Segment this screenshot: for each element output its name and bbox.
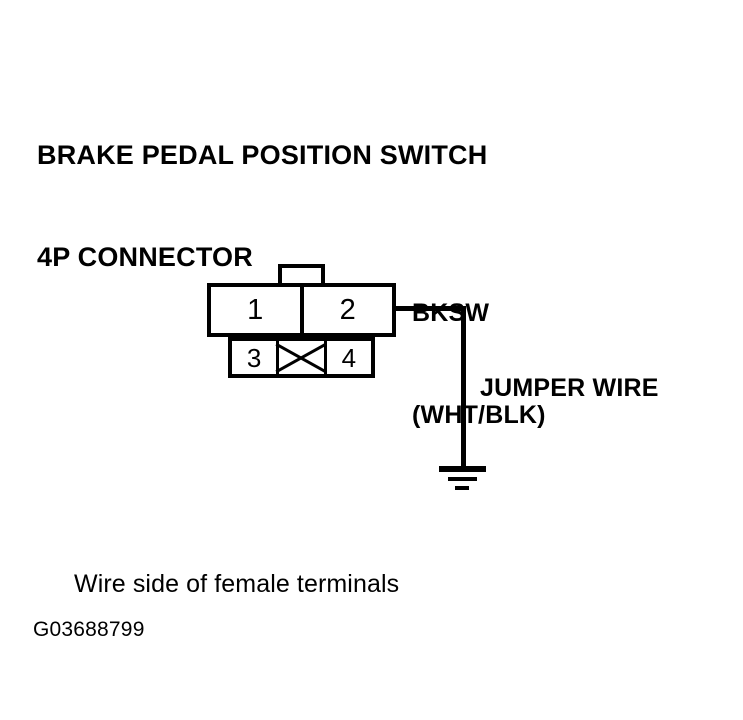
cavity-2-number: 2 (339, 293, 356, 326)
ground-icon-bar-2 (448, 477, 477, 481)
cavity-3-number: 3 (246, 342, 262, 373)
view-orientation-caption: Wire side of female terminals (74, 570, 400, 598)
wire-circuit-name: BKSW (412, 299, 490, 327)
connector-bottom-cavity-row: 3 4 (228, 337, 375, 378)
page-title-line-2: 4P CONNECTOR (37, 242, 253, 272)
cavity-1: 1 (211, 287, 300, 333)
wire-color-code: (WHT/BLK) (412, 401, 546, 429)
connector-top-cavity-row: 1 2 (207, 283, 396, 337)
cavity-4-number: 4 (341, 342, 357, 373)
cavity-2: 2 (299, 287, 393, 333)
page-title: BRAKE PEDAL POSITION SWITCH 4P CONNECTOR (37, 70, 487, 342)
cross-icon (279, 341, 323, 374)
jumper-wire-horizontal-segment (394, 306, 466, 311)
connector-locking-tab (278, 264, 325, 286)
cavity-3: 3 (232, 341, 276, 374)
cavity-blocked (276, 341, 323, 374)
figure-reference-code: G03688799 (33, 618, 145, 641)
page-title-line-1: BRAKE PEDAL POSITION SWITCH (37, 140, 488, 170)
cavity-4: 4 (323, 341, 371, 374)
wire-circuit-label: BKSW (WHT/BLK) (412, 228, 546, 500)
ground-icon-bar-1 (439, 466, 486, 472)
jumper-wire-label: JUMPER WIRE (480, 374, 659, 402)
ground-icon-bar-3 (455, 486, 469, 490)
cavity-1-number: 1 (247, 293, 264, 326)
jumper-wire-vertical-segment (461, 306, 466, 468)
